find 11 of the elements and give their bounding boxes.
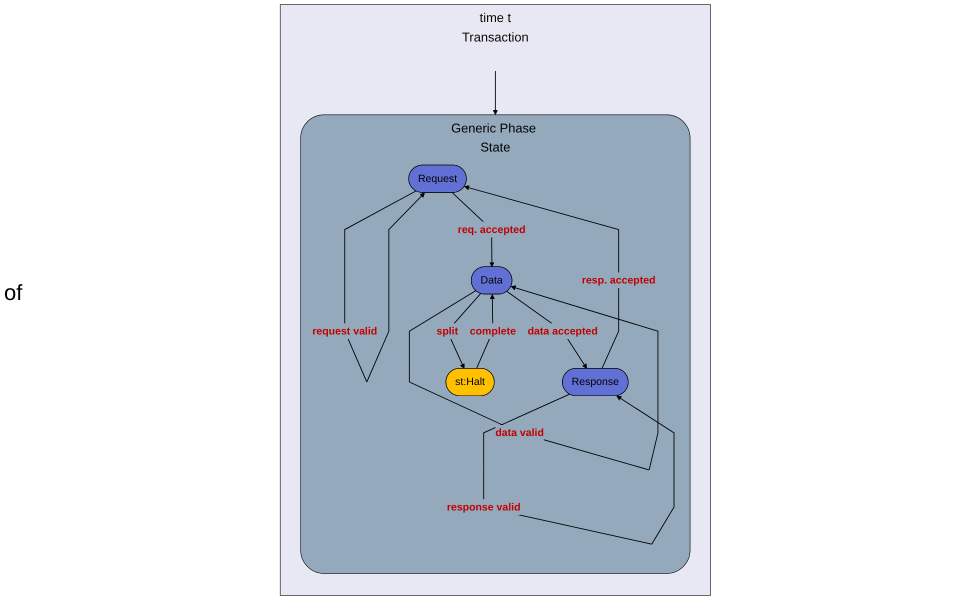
edge-label: response valid xyxy=(446,500,520,513)
arrow xyxy=(408,285,658,470)
edge-label: complete xyxy=(469,325,516,337)
edge-label: resp. accepted xyxy=(581,274,656,286)
edge-label: request valid xyxy=(312,325,377,337)
edge-label: data accepted xyxy=(527,325,598,337)
text-fragment: of xyxy=(4,280,22,306)
edge-label: split xyxy=(436,325,458,337)
arrow xyxy=(492,70,498,115)
edge-label: req. accepted xyxy=(457,223,526,236)
edge-label: data valid xyxy=(495,426,544,438)
